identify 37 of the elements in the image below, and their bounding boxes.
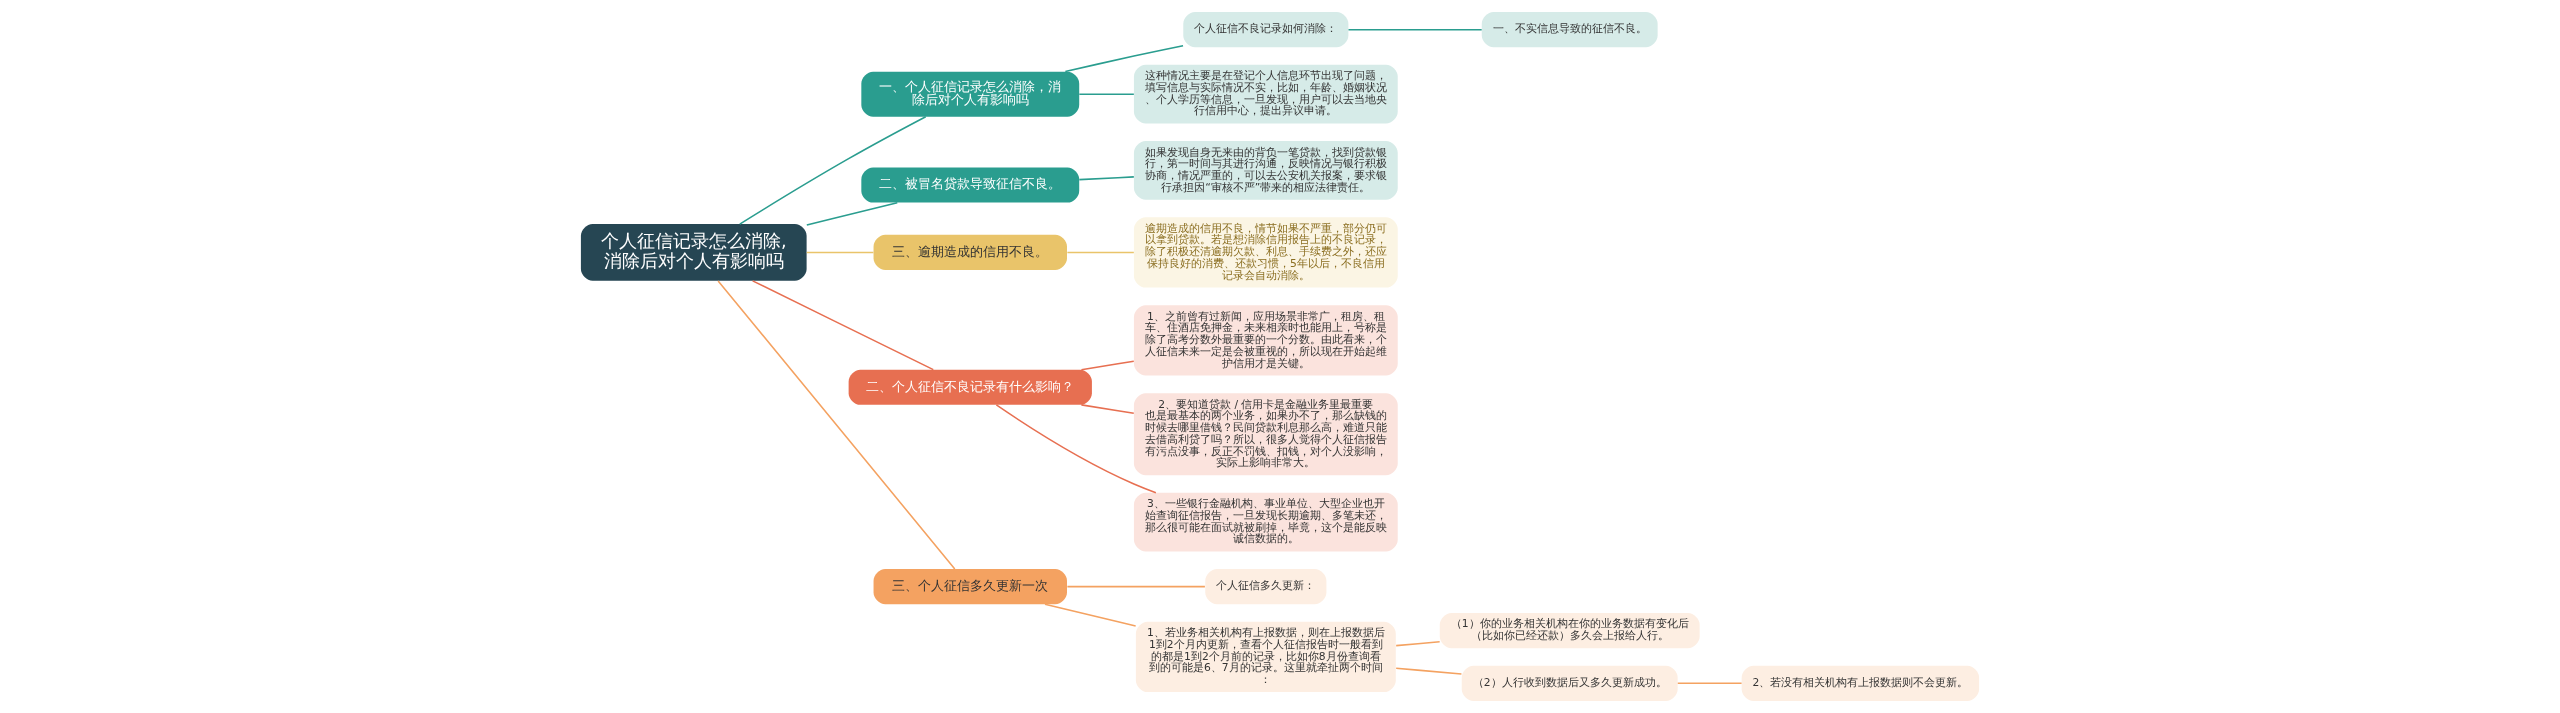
node-box: 这种情况主要是在登记个人信息环节出现了问题，填写信息与实际情况不实，比如，年龄、婚姻状况、个人学历等信息，一旦发现，用户可以去当地央行信用中心，提出异议申请。 bbox=[1133, 64, 1398, 124]
node-box: 2、要知道贷款 / 信用卡是金融业务里最重要也是最基本的两个业务，如果办不了，那么缺钱的时候去哪里借钱？民间贷款利息那么高，难道只能去借高利贷了吗？所以，很多人觉得个人征信报告有污点没事，反正不罚钱、扣钱，对个人没影响，实际上影响非常大。 bbox=[1133, 393, 1398, 476]
node-box: 一、个人征信记录怎么消除，消除后对个人有影响吗 bbox=[861, 71, 1080, 117]
connector bbox=[1677, 682, 1743, 685]
connector bbox=[995, 404, 1157, 494]
node-box: 二、个人征信不良记录有什么影响？ bbox=[848, 369, 1092, 405]
node-box: （2）人行收到数据后又多久更新成功。 bbox=[1461, 665, 1678, 701]
connector bbox=[1078, 93, 1135, 95]
connector bbox=[739, 115, 927, 225]
connector bbox=[1044, 603, 1137, 627]
connector bbox=[1064, 44, 1184, 73]
node-box: 1、之前曾有过新闻，应用场景非常广，租房、租车、住酒店免押金，未来相亲时也能用上，号称是除了高考分数外最重要的一个分数。由此看来，个人征信未来一定是会被重视的，所以现在开始起维护信用才是关键。 bbox=[1133, 305, 1398, 376]
node-box: 逾期造成的信用不良，情节如果不严重，部分仍可以拿到贷款。若是想消除信用报告上的不良记录，除了积极还清逾期欠款、利息、手续费之外，还应保持良好的消费、还款习惯，5年以后，不良信用记录会自动消除。 bbox=[1133, 217, 1398, 288]
node-box: 3、一些银行金融机构、事业单位、大型企业也开始查询征信报告，一旦发现长期逾期、多笔未还，那么很可能在面试就被刷掉，毕竟，这个是能反映诚信数据的。 bbox=[1133, 492, 1398, 552]
connector bbox=[1080, 360, 1135, 371]
connector bbox=[1080, 404, 1135, 414]
node-box: 一、不实信息导致的征信不良。 bbox=[1481, 12, 1658, 48]
node-box: 三、个人征信多久更新一次 bbox=[873, 569, 1067, 605]
connector bbox=[806, 201, 899, 226]
connector bbox=[1078, 176, 1135, 181]
connector bbox=[751, 280, 935, 371]
connector bbox=[717, 280, 956, 570]
node-box: 1、若业务相关机构有上报数据，则在上报数据后1到2个月内更新，查看个人征信报告时一般看到的都是1到2个月前的记录，比如你8月份查询看到的可能是6、7月的记录。这里就牵扯两个时间： bbox=[1135, 621, 1396, 693]
node-box: 2、若没有相关机构有上报数据则不会更新。 bbox=[1741, 665, 1980, 701]
node-box: 如果发现自身无来由的背负一笔贷款，找到贷款银行，第一时间与其进行沟通，反映情况与银行积极协商，情况严重的，可以去公安机关报案，要求银行承担因“审核不严”带来的相应法律责任。 bbox=[1133, 141, 1398, 200]
connector bbox=[1066, 585, 1206, 588]
connector bbox=[1347, 28, 1483, 31]
connector bbox=[1395, 667, 1463, 675]
node-box: （1）你的业务相关机构在你的业务数据有变化后（比如你已经还款）多久会上报给人行。 bbox=[1439, 613, 1700, 649]
node-box: 个人征信多久更新： bbox=[1205, 569, 1327, 605]
connector bbox=[806, 251, 875, 254]
connector bbox=[1066, 251, 1135, 254]
node-box: 个人征信记录怎么消除,消除后对个人有影响吗 bbox=[580, 224, 807, 281]
connector bbox=[1395, 641, 1441, 647]
node-box: 个人征信不良记录如何消除： bbox=[1183, 12, 1349, 48]
node-box: 三、逾期造成的信用不良。 bbox=[873, 234, 1067, 271]
node-box: 二、被冒名贷款导致征信不良。 bbox=[861, 167, 1080, 203]
